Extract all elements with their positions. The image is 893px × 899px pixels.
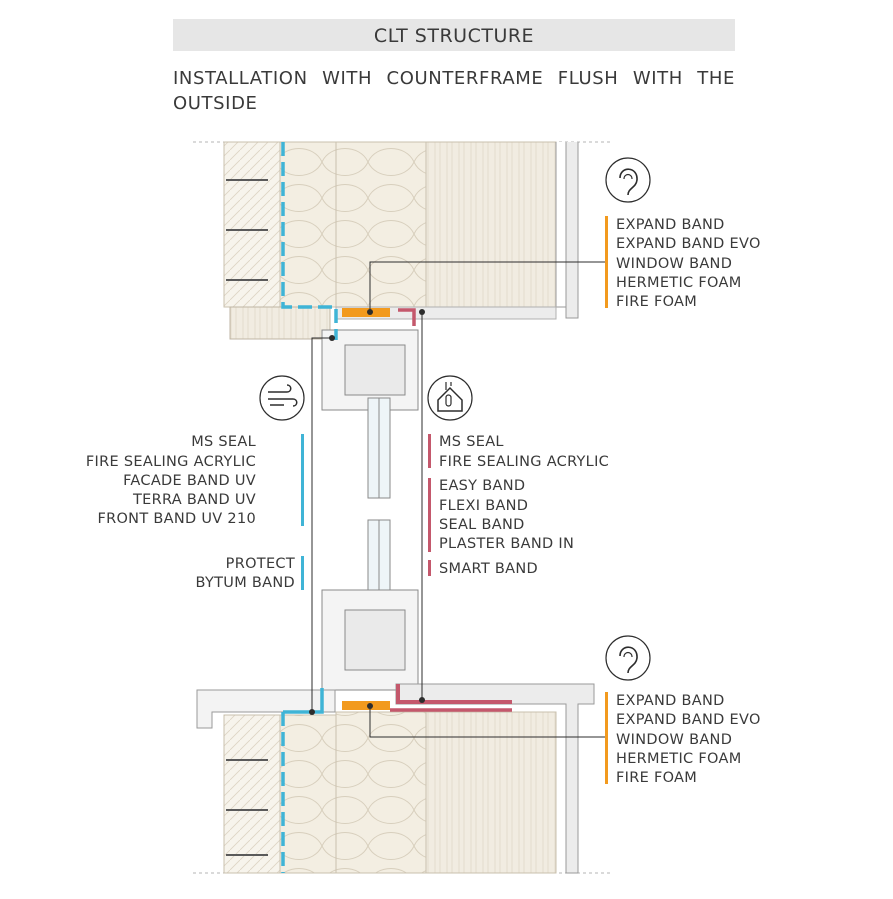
- label-text: EXPAND BAND EVO: [616, 236, 761, 252]
- red-marker-3: [428, 560, 431, 576]
- red-marker-1: [428, 434, 431, 468]
- label-group-acoustic-bottom: EXPAND BAND EXPAND BAND EVO WINDOW BAND …: [616, 693, 761, 786]
- label-text: FIRE SEALING ACRYLIC: [86, 454, 256, 470]
- label-text: WINDOW BAND: [616, 732, 732, 748]
- top-wall-section: [223, 141, 579, 340]
- label-text: EXPAND BAND: [616, 217, 725, 233]
- label-text: EXPAND BAND EVO: [616, 712, 761, 728]
- label-text: EASY BAND: [439, 478, 525, 494]
- page-title: CLT STRUCTURE: [173, 19, 735, 51]
- label-text: HERMETIC FOAM: [616, 275, 742, 291]
- label-group-inside-3: SMART BAND: [439, 561, 538, 577]
- label-text: PLASTER BAND IN: [439, 536, 574, 552]
- label-text: FLEXI BAND: [439, 498, 528, 514]
- screws-bottom: [226, 759, 268, 856]
- orange-marker-bottom: [605, 692, 608, 784]
- blue-marker-2: [301, 556, 304, 590]
- label-text: FIRE FOAM: [616, 770, 697, 786]
- label-text: TERRA BAND UV: [132, 492, 256, 508]
- bottom-wall-section: [196, 683, 595, 874]
- window-frame: [321, 329, 419, 691]
- blue-membrane-top: [281, 142, 338, 340]
- label-text: FIRE SEALING ACRYLIC: [439, 454, 609, 470]
- orange-marker-top: [605, 216, 608, 308]
- orange-band-top: [342, 308, 390, 317]
- label-text: HERMETIC FOAM: [616, 751, 742, 767]
- label-text: FACADE BAND UV: [123, 473, 256, 489]
- label-text: MS SEAL: [191, 434, 256, 450]
- label-text: FRONT BAND UV 210: [97, 511, 256, 527]
- red-marker-2: [428, 478, 431, 552]
- blue-membrane-bottom: [281, 688, 324, 873]
- red-band-bottom: [396, 684, 512, 704]
- label-text: EXPAND BAND: [616, 693, 725, 709]
- label-text: SEAL BAND: [439, 517, 525, 533]
- label-group-acoustic-top: EXPAND BAND EXPAND BAND EVO WINDOW BAND …: [616, 217, 761, 310]
- label-text: SMART BAND: [439, 561, 538, 577]
- leader-lines: [311, 261, 606, 738]
- label-group-inside-2: EASY BAND FLEXI BAND SEAL BAND PLASTER B…: [439, 478, 574, 552]
- wind-icon: [259, 375, 305, 421]
- screws-top: [226, 179, 268, 281]
- label-text: WINDOW BAND: [616, 256, 732, 272]
- label-text: PROTECT: [226, 556, 295, 572]
- label-group-outside-top: MS SEAL FIRE SEALING ACRYLIC FACADE BAND…: [86, 434, 256, 527]
- label-text: MS SEAL: [439, 434, 504, 450]
- leader-dots: [309, 309, 425, 715]
- page-subtitle: INSTALLATION WITH COUNTERFRAME FLUSH WIT…: [173, 68, 735, 114]
- label-group-outside-bottom: PROTECT BYTUM BAND: [196, 556, 295, 591]
- house-thermometer-icon: [427, 375, 473, 421]
- orange-band-bottom: [342, 701, 390, 710]
- label-text: FIRE FOAM: [616, 294, 697, 310]
- label-group-inside-1: MS SEAL FIRE SEALING ACRYLIC: [439, 434, 609, 470]
- ear-icon: [605, 157, 651, 203]
- blue-marker-1: [301, 434, 304, 526]
- red-band-top: [398, 308, 416, 326]
- ear-icon: [605, 635, 651, 681]
- label-text: BYTUM BAND: [196, 575, 295, 591]
